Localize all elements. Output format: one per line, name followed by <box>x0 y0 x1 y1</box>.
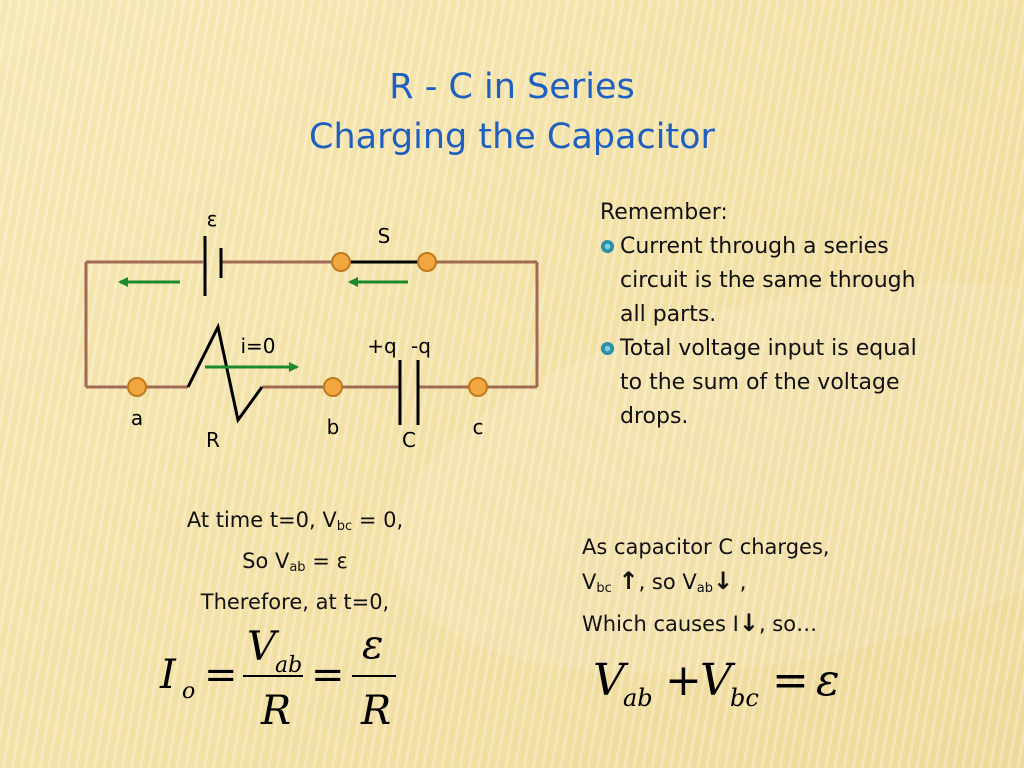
eq2-v2: V <box>700 655 736 706</box>
t0-line-2-suffix: = ε <box>305 549 348 573</box>
charging-mid: , so V <box>638 570 697 594</box>
eq2-equals: = <box>772 655 809 706</box>
initial-condition-text: At time t=0, Vbc = 0, So Vab = ε Therefo… <box>150 503 440 619</box>
battery-symbol <box>203 236 223 296</box>
gear-bullet-icon <box>600 341 615 356</box>
t0-line-1-sub: bc <box>336 519 353 534</box>
circuit-nodes <box>127 252 488 397</box>
eq1-num1: V <box>247 624 280 670</box>
switch-terminal-right <box>417 252 437 272</box>
node-c-label: c <box>473 415 484 439</box>
minus-q-label: -q <box>411 334 431 358</box>
charging-line-1: As capacitor C charges, <box>582 535 830 559</box>
eq1-den2: R <box>360 688 391 734</box>
t0-line-1-prefix: At time t=0, V <box>186 508 337 532</box>
switch-label: S <box>378 224 391 248</box>
charging-v-sub-2: ab <box>696 581 713 596</box>
node-a-label: a <box>131 406 143 430</box>
capacitor-label: C <box>402 428 416 452</box>
remember-item-text: Current through a series circuit is the … <box>620 234 916 327</box>
charging-v-sub: bc <box>596 581 612 596</box>
arrow-up-icon: ↑ <box>618 567 639 595</box>
eq1-num2: ε <box>362 622 383 668</box>
charging-line-3: Which causes I↓, so… <box>582 606 922 641</box>
t0-line-2-sub: ab <box>289 560 306 575</box>
slide-title: R - C in Series Charging the Capacitor <box>0 62 1024 162</box>
remember-list: Current through a series circuit is the … <box>598 230 928 434</box>
list-item: Current through a series circuit is the … <box>598 230 928 332</box>
node-b-label: b <box>327 415 340 439</box>
charging-l3-prefix: Which causes I <box>582 612 739 636</box>
eq2-rhs: ε <box>816 655 840 706</box>
resistor-label: R <box>206 428 220 452</box>
remember-item-text: Total voltage input is equal to the sum … <box>620 336 917 429</box>
charging-text: As capacitor C charges, Vbc ↑, so Vab↓ ,… <box>582 530 922 641</box>
arrow-down-icon-2: ↓ <box>738 609 759 637</box>
t0-line-3: Therefore, at t=0, <box>200 590 390 614</box>
eq1-num1-sub: ab <box>275 653 302 678</box>
eq1-equals-1: = <box>204 652 238 698</box>
charging-line-2: Vbc ↑, so Vab↓ , <box>582 564 922 606</box>
capacitor-symbol <box>398 360 420 425</box>
eq2-v1: V <box>593 655 629 706</box>
gear-bullet-icon <box>600 239 615 254</box>
node-a-dot <box>127 377 147 397</box>
plus-q-label: +q <box>367 334 396 358</box>
title-line-1: R - C in Series <box>389 67 635 107</box>
t0-line-1: At time t=0, Vbc = 0, <box>150 503 440 544</box>
resistor-symbol <box>186 322 264 424</box>
remember-heading: Remember: <box>600 200 728 225</box>
eq1-equals-2: = <box>311 652 345 698</box>
charging-end: , <box>733 570 747 594</box>
t0-line-2: So Vab = ε <box>150 544 440 585</box>
eq1-den1: R <box>260 688 291 734</box>
node-b-dot <box>323 377 343 397</box>
switch-terminal-left <box>331 252 351 272</box>
equation-voltage-sum: V ab + V bc = ε <box>593 655 840 712</box>
emf-label: ε <box>207 207 218 231</box>
eq1-lhs: I <box>159 652 177 698</box>
equation-current-initial: I o = V ab R = ε R <box>159 622 396 734</box>
list-item: Total voltage input is equal to the sum … <box>598 332 928 434</box>
eq2-v2-sub: bc <box>730 684 759 712</box>
current-label: i=0 <box>240 334 275 358</box>
charging-v: V <box>582 570 597 594</box>
t0-line-1-suffix: = 0, <box>352 508 404 532</box>
eq1-lhs-sub: o <box>182 679 195 704</box>
arrow-down-icon: ↓ <box>712 567 734 595</box>
eq2-v1-sub: ab <box>623 684 653 712</box>
current-arrows <box>118 277 408 372</box>
node-c-dot <box>468 377 488 397</box>
t0-line-2-prefix: So V <box>242 549 290 573</box>
charging-l3-suffix: , so… <box>758 612 818 636</box>
eq2-plus: + <box>665 655 702 706</box>
title-line-2: Charging the Capacitor <box>309 117 715 157</box>
remember-box: Remember: Current through a series circu… <box>598 196 928 434</box>
